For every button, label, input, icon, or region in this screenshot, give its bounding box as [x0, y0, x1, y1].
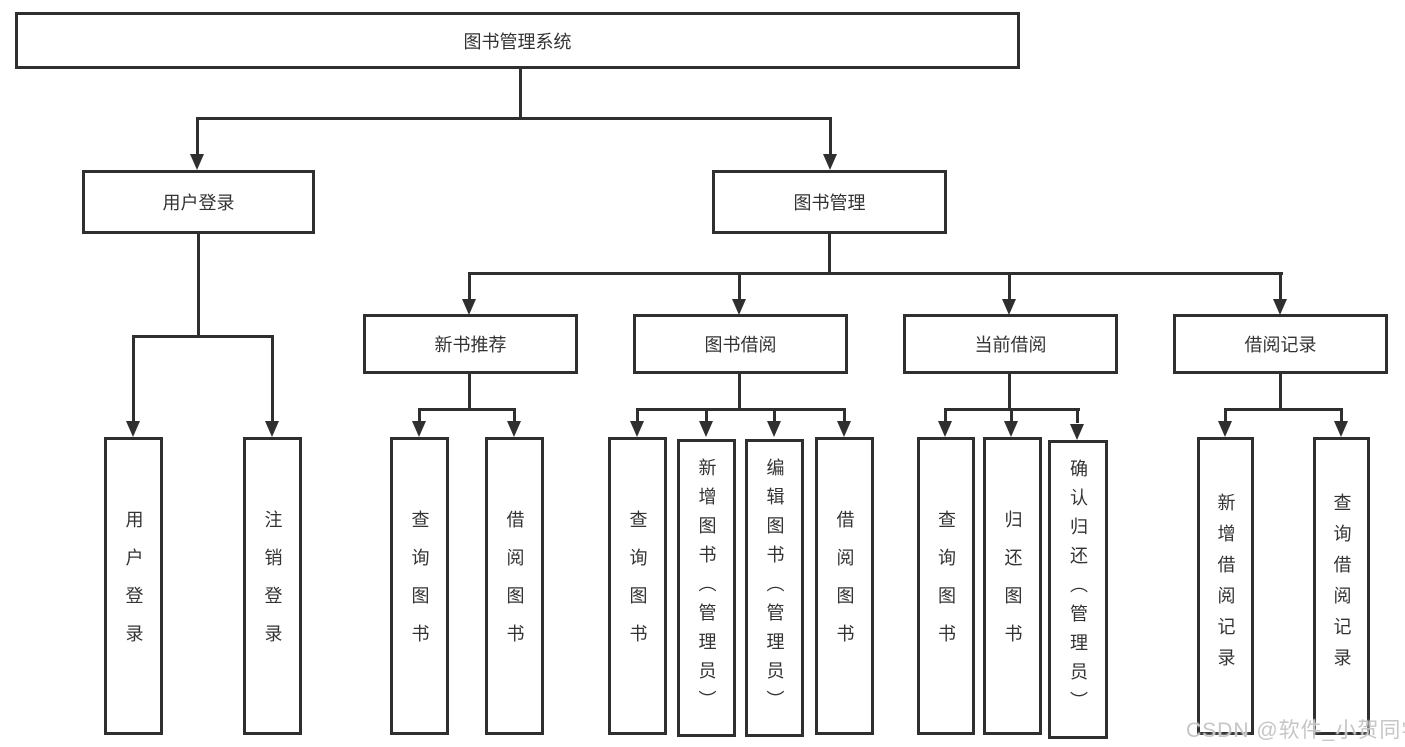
connector-mid-stem: [1008, 272, 1011, 301]
leaf-query-books-recommend: 查询图书: [390, 437, 449, 735]
connector-mid-stem: [1279, 272, 1282, 301]
connector-book-borrow-bar: [636, 408, 846, 411]
leaf-logout: 注销登录: [243, 437, 302, 735]
connector-leaf-stem: [271, 335, 274, 423]
leaf-label: 确认归还（管理员）: [1068, 459, 1088, 720]
leaf-label: 借阅图书: [504, 510, 525, 662]
leaf-confirm-return-admin: 确认归还（管理员）: [1048, 440, 1108, 739]
connector-mid-stem: [468, 272, 471, 301]
connector-book-management-down: [828, 234, 831, 274]
node-label: 当前借阅: [974, 335, 1047, 355]
arrow-down-icon: [1002, 299, 1016, 315]
arrow-down-icon: [412, 421, 426, 437]
arrow-down-icon: [190, 154, 204, 170]
node-label: 新书推荐: [434, 335, 507, 355]
arrow-down-icon: [732, 299, 746, 315]
connector-user-login-stem: [196, 117, 199, 155]
leaf-label: 借阅图书: [834, 510, 855, 662]
leaf-label: 查询图书: [936, 510, 956, 662]
leaf-edit-book-admin: 编辑图书（管理员）: [745, 439, 804, 737]
connector-book-management-bar: [468, 272, 1283, 275]
connector-book-management-stem: [829, 117, 832, 155]
arrow-down-icon: [1218, 421, 1232, 437]
node-label: 图书借阅: [704, 335, 777, 355]
leaf-add-borrow-record: 新增借阅记录: [1197, 437, 1254, 735]
arrow-down-icon: [699, 421, 713, 437]
node-label: 图书管理: [793, 193, 866, 213]
leaf-label: 查询图书: [627, 510, 648, 662]
connector-leaf-stem: [1010, 408, 1013, 423]
arrow-down-icon: [1334, 421, 1348, 437]
connector-user-login-down: [197, 234, 200, 337]
leaf-query-books-current: 查询图书: [917, 437, 975, 735]
arrow-down-icon: [1004, 421, 1018, 437]
node-label: 借阅记录: [1244, 335, 1317, 355]
connector-leaf-stem: [513, 408, 516, 423]
connector-borrow-records-down: [1279, 374, 1282, 410]
connector-leaf-stem: [1224, 408, 1227, 423]
arrow-down-icon: [938, 421, 952, 437]
connector-leaf-stem: [1340, 408, 1343, 423]
watermark-csdn: CSDN @软件_小贺同学: [1186, 719, 1405, 742]
leaf-label: 查询图书: [409, 510, 430, 662]
leaf-borrow-books-recommend: 借阅图书: [485, 437, 544, 735]
connector-leaf-stem: [132, 335, 135, 423]
connector-leaf-stem: [418, 408, 421, 423]
node-current-borrow: 当前借阅: [903, 314, 1118, 374]
arrow-down-icon: [767, 421, 781, 437]
leaf-label: 编辑图书（管理员）: [764, 457, 785, 719]
node-library-system: 图书管理系统: [15, 12, 1020, 69]
connector-leaf-stem: [773, 408, 776, 423]
arrow-down-icon: [1070, 424, 1084, 440]
leaf-label: 用户登录: [123, 510, 144, 662]
connector-new-books-down: [468, 374, 471, 410]
leaf-borrow-books-borrow: 借阅图书: [815, 437, 874, 735]
arrow-down-icon: [823, 154, 837, 170]
leaf-query-books-borrow: 查询图书: [608, 437, 667, 735]
arrow-down-icon: [265, 421, 279, 437]
leaf-label: 查询借阅记录: [1331, 493, 1352, 679]
connector-root-bar: [196, 117, 832, 120]
connector-book-borrow-down: [738, 374, 741, 410]
arrow-down-icon: [462, 299, 476, 315]
leaf-query-borrow-record: 查询借阅记录: [1313, 437, 1370, 735]
leaf-return-books: 归还图书: [983, 437, 1042, 735]
connector-root-stem: [519, 68, 522, 120]
connector-leaf-stem: [1076, 408, 1079, 423]
connector-current-borrow-down: [1008, 374, 1011, 410]
connector-leaf-stem: [705, 408, 708, 423]
node-borrow-records: 借阅记录: [1173, 314, 1388, 374]
connector-user-login-bar: [132, 335, 274, 338]
leaf-label: 新增借阅记录: [1215, 493, 1236, 679]
connector-mid-stem: [738, 272, 741, 301]
arrow-down-icon: [1273, 299, 1287, 315]
arrow-down-icon: [126, 421, 140, 437]
leaf-label: 新增图书（管理员）: [696, 457, 717, 719]
leaf-user-login: 用户登录: [104, 437, 163, 735]
node-book-management: 图书管理: [712, 170, 947, 234]
connector-new-books-bar: [418, 408, 516, 411]
connector-borrow-records-bar: [1224, 408, 1343, 411]
connector-leaf-stem: [944, 408, 947, 423]
node-label: 用户登录: [162, 193, 235, 213]
arrow-down-icon: [837, 421, 851, 437]
arrow-down-icon: [507, 421, 521, 437]
node-new-book-recommend: 新书推荐: [363, 314, 578, 374]
leaf-add-book-admin: 新增图书（管理员）: [677, 439, 736, 737]
node-user-login: 用户登录: [82, 170, 315, 234]
arrow-down-icon: [630, 421, 644, 437]
leaf-label: 注销登录: [262, 510, 283, 662]
connector-leaf-stem: [843, 408, 846, 423]
node-label: 图书管理系统: [463, 31, 572, 52]
leaf-label: 归还图书: [1002, 510, 1023, 662]
connector-leaf-stem: [636, 408, 639, 423]
node-book-borrow: 图书借阅: [633, 314, 848, 374]
